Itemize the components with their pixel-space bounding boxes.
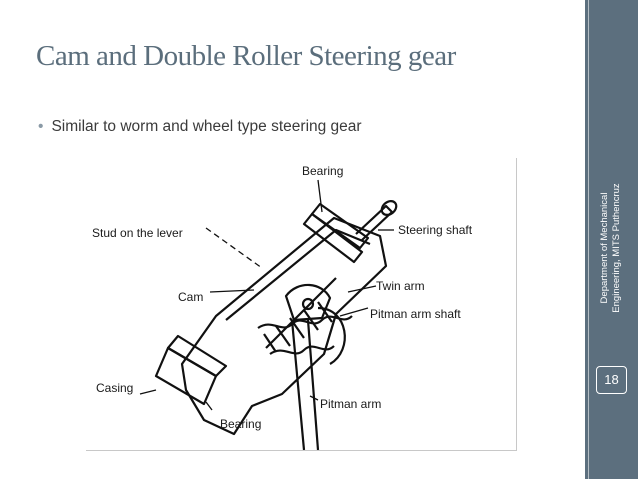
label-cam: Cam [178, 290, 203, 304]
casing-outline [180, 216, 388, 436]
label-pitman-arm-shaft: Pitman arm shaft [370, 307, 461, 321]
top-bearing-plate [310, 202, 370, 250]
steering-shaft-end [380, 200, 398, 216]
leader-pitman-arm [309, 395, 319, 401]
department-line-1: Department of Mechanical [599, 192, 610, 304]
leader-twin-arm [347, 285, 377, 293]
twin-arm-pivot [301, 297, 315, 311]
leader-pitman-shaft [339, 307, 369, 317]
bullet-item: • Similar to worm and wheel type steering… [38, 118, 362, 136]
pitman-arm [290, 319, 320, 450]
label-casing: Casing [96, 381, 133, 395]
label-steering-shaft: Steering shaft [398, 223, 473, 237]
sidebar-band [585, 0, 638, 479]
steering-gear-diagram: Bearing Stud on the lever Steering shaft… [86, 158, 517, 451]
department-line-2: Engineering, MITS Puthencruz [611, 183, 622, 313]
diagram-svg: Bearing Stud on the lever Steering shaft… [92, 164, 473, 450]
leader-bearing-top [317, 179, 323, 213]
leader-cam [209, 289, 255, 293]
leader-casing [139, 389, 157, 395]
label-stud: Stud on the lever [92, 226, 183, 240]
page-number-badge: 18 [596, 366, 627, 394]
cam-thread-ribs [263, 301, 333, 353]
label-bearing-bottom: Bearing [220, 417, 261, 431]
cam-thread-bottom [269, 345, 335, 355]
casing-inner-line [225, 228, 371, 321]
bottom-bearing-plate-2 [166, 334, 228, 378]
bottom-bearing-plate [154, 346, 218, 406]
label-twin-arm: Twin arm [376, 279, 425, 293]
pitman-shaft-housing [317, 306, 346, 365]
sidebar-divider [588, 0, 589, 479]
twin-arm-plate [284, 283, 332, 322]
leader-bearing-bottom [205, 401, 213, 411]
top-bearing-plate-2 [302, 212, 364, 264]
slide-title: Cam and Double Roller Steering gear [36, 40, 456, 72]
department-caption: Department of Mechanical Engineering, MI… [599, 148, 623, 348]
bullet-text: Similar to worm and wheel type steering … [51, 118, 362, 135]
label-bearing-top: Bearing [302, 164, 343, 178]
steering-shaft-body [355, 204, 394, 241]
leader-stud [205, 227, 263, 269]
bullet-dot-icon: • [38, 118, 44, 135]
label-pitman-arm: Pitman arm [320, 397, 381, 411]
